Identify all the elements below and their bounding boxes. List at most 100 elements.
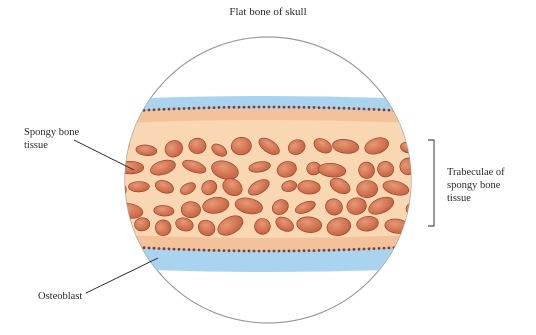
osteoblast-dot bbox=[423, 111, 426, 114]
osteoblast-dot bbox=[418, 245, 421, 248]
osteoblast-dot bbox=[218, 106, 221, 109]
osteoblast-dot bbox=[368, 108, 371, 111]
osteoblast-dot bbox=[293, 106, 296, 109]
osteoblast-dot bbox=[273, 106, 276, 109]
osteoblast-dot bbox=[128, 246, 131, 249]
trabeculae-bracket bbox=[428, 140, 434, 226]
osteoblast-dot bbox=[373, 247, 376, 250]
osteoblast-dot bbox=[268, 106, 271, 109]
osteoblast-dot bbox=[253, 106, 256, 109]
osteoblast-dot bbox=[263, 106, 266, 109]
osteoblast-dot bbox=[283, 250, 286, 253]
osteoblast-dot bbox=[413, 110, 416, 113]
osteoblast-dot bbox=[398, 109, 401, 112]
osteoblast-dot bbox=[308, 249, 311, 252]
osteoblast-dot bbox=[408, 245, 411, 248]
osteoblast-dot bbox=[248, 106, 251, 109]
osteoblast-dot bbox=[423, 244, 426, 247]
osteoblast-dot bbox=[168, 248, 171, 251]
osteoblast-dot bbox=[153, 247, 156, 250]
osteoblast-dot bbox=[208, 106, 211, 109]
osteoblast-dot bbox=[348, 107, 351, 110]
marrow-space bbox=[181, 202, 200, 218]
osteoblast-dot bbox=[133, 246, 136, 249]
osteoblast-dot bbox=[128, 110, 131, 113]
osteoblast-dot bbox=[178, 248, 181, 251]
osteoblast-dot bbox=[348, 248, 351, 251]
osteoblast-dot bbox=[278, 250, 281, 253]
osteoblast-dot bbox=[398, 246, 401, 249]
osteoblast-dot bbox=[303, 249, 306, 252]
osteoblast-dot bbox=[378, 247, 381, 250]
osteoblast-dot bbox=[428, 244, 431, 247]
osteoblast-dot bbox=[313, 106, 316, 109]
osteoblast-dot bbox=[268, 250, 271, 253]
osteoblast-dot bbox=[403, 246, 406, 249]
osteoblast-dot bbox=[343, 248, 346, 251]
osteoblast-dot bbox=[338, 249, 341, 252]
osteoblast-dot bbox=[158, 108, 161, 111]
osteoblast-dot bbox=[323, 106, 326, 109]
osteoblast-dot bbox=[213, 106, 216, 109]
osteoblast-dot bbox=[388, 247, 391, 250]
osteoblast-dot bbox=[108, 244, 111, 247]
osteoblast-dot bbox=[318, 106, 321, 109]
osteoblast-dot bbox=[198, 107, 201, 110]
osteoblast-dot bbox=[253, 250, 256, 253]
osteoblast-dot bbox=[333, 249, 336, 252]
osteoblast-dot bbox=[273, 250, 276, 253]
osteoblast-dot bbox=[343, 107, 346, 110]
osteoblast-dot bbox=[118, 110, 121, 113]
osteoblast-dot bbox=[368, 247, 371, 250]
osteoblast-dot bbox=[258, 106, 261, 109]
osteoblast-dot bbox=[258, 250, 261, 253]
osteoblast-dot bbox=[153, 108, 156, 111]
osteoblast-dot bbox=[183, 107, 186, 110]
osteoblast-dot bbox=[408, 110, 411, 113]
osteoblast-dot bbox=[388, 109, 391, 112]
osteoblast-dot bbox=[353, 248, 356, 251]
osteoblast-dot bbox=[338, 107, 341, 110]
osteoblast-dot bbox=[188, 248, 191, 251]
osteoblast-dot bbox=[118, 245, 121, 248]
osteoblast-dot bbox=[383, 247, 386, 250]
osteoblast-pointer-line bbox=[86, 258, 158, 293]
osteoblast-dot bbox=[103, 111, 106, 114]
osteoblast-dot bbox=[193, 248, 196, 251]
osteoblast-dot bbox=[233, 249, 236, 252]
osteoblast-dot bbox=[248, 250, 251, 253]
osteoblast-dot bbox=[373, 108, 376, 111]
osteoblast-dot bbox=[233, 106, 236, 109]
osteoblast-dot bbox=[143, 246, 146, 249]
osteoblast-dot bbox=[158, 247, 161, 250]
osteoblast-dot bbox=[433, 112, 436, 115]
osteoblast-dot bbox=[263, 250, 266, 253]
osteoblast-dot bbox=[228, 106, 231, 109]
osteoblast-dot bbox=[413, 245, 416, 248]
osteoblast-dot bbox=[138, 246, 141, 249]
osteoblast-dot bbox=[323, 249, 326, 252]
osteoblast-dot bbox=[243, 106, 246, 109]
osteoblast-dot bbox=[383, 109, 386, 112]
osteoblast-dot bbox=[298, 106, 301, 109]
osteoblast-dot bbox=[203, 107, 206, 110]
osteoblast-dot bbox=[278, 106, 281, 109]
osteoblast-dot bbox=[358, 248, 361, 251]
osteoblast-dot bbox=[403, 110, 406, 113]
osteoblast-dot bbox=[318, 249, 321, 252]
osteoblast-dot bbox=[198, 249, 201, 252]
osteoblast-dot bbox=[428, 111, 431, 114]
osteoblast-dot bbox=[363, 248, 366, 251]
osteoblast-dot bbox=[113, 111, 116, 114]
marrow-space bbox=[112, 217, 128, 234]
osteoblast-dot bbox=[313, 249, 316, 252]
osteoblast-dot bbox=[288, 250, 291, 253]
osteoblast-dot bbox=[103, 244, 106, 247]
osteoblast-dot bbox=[193, 107, 196, 110]
osteoblast-dot bbox=[308, 106, 311, 109]
osteoblast-dot bbox=[138, 109, 141, 112]
osteoblast-dot bbox=[123, 245, 126, 248]
osteoblast-dot bbox=[133, 109, 136, 112]
osteoblast-dot bbox=[208, 249, 211, 252]
osteoblast-dot bbox=[123, 110, 126, 113]
